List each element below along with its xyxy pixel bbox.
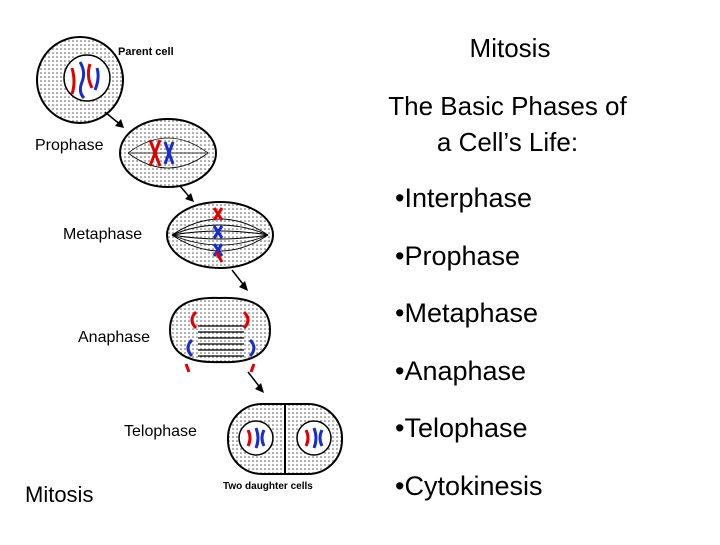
phase-label: Anaphase <box>404 355 527 386</box>
phase-label: Cytokinesis <box>404 470 543 501</box>
bullet: • <box>395 355 405 386</box>
label-mitosis: Mitosis <box>25 482 94 507</box>
mitosis-illustration <box>36 36 343 475</box>
bullet: • <box>395 298 405 328</box>
phase-list: •Interphase •Prophase •Metaphase •Anapha… <box>395 180 543 525</box>
phase-label: Interphase <box>404 183 533 213</box>
subtitle-line-2: a Cell’s Life: <box>436 127 579 157</box>
label-telophase: Telophase <box>124 423 197 440</box>
mitosis-diagram: Parent cell Prophase Metaphase Anaphase … <box>25 36 343 507</box>
daughter-cells <box>227 403 343 475</box>
bullet: • <box>395 470 405 501</box>
phase-label: Metaphase <box>404 298 539 328</box>
slide-title: Mitosis <box>469 33 551 63</box>
bullet: • <box>395 183 405 213</box>
label-daughter-cells: Two daughter cells <box>223 481 313 492</box>
anaphase-cell <box>168 296 272 373</box>
phase-item: •Interphase <box>395 180 543 238</box>
phase-item: •Prophase <box>395 238 543 296</box>
parent-cell <box>36 36 124 124</box>
label-parent-cell: Parent cell <box>118 46 174 58</box>
label-anaphase: Anaphase <box>78 329 151 346</box>
metaphase-cell <box>166 201 274 269</box>
phase-item: •Cytokinesis <box>395 468 543 526</box>
bullet: • <box>395 413 405 443</box>
bullet: • <box>395 240 405 271</box>
slide-subtitle: The Basic Phases of a Cell’s Life: <box>345 88 670 160</box>
phase-label: Telophase <box>404 413 528 443</box>
phase-item: •Anaphase <box>395 353 543 411</box>
prophase-cell <box>119 118 217 188</box>
phase-label: Prophase <box>404 240 521 271</box>
phase-item: •Telophase <box>395 410 543 468</box>
phase-item: •Metaphase <box>395 295 543 353</box>
label-metaphase: Metaphase <box>63 226 143 243</box>
label-prophase: Prophase <box>35 137 104 154</box>
subtitle-line-1: The Basic Phases of <box>388 91 627 121</box>
